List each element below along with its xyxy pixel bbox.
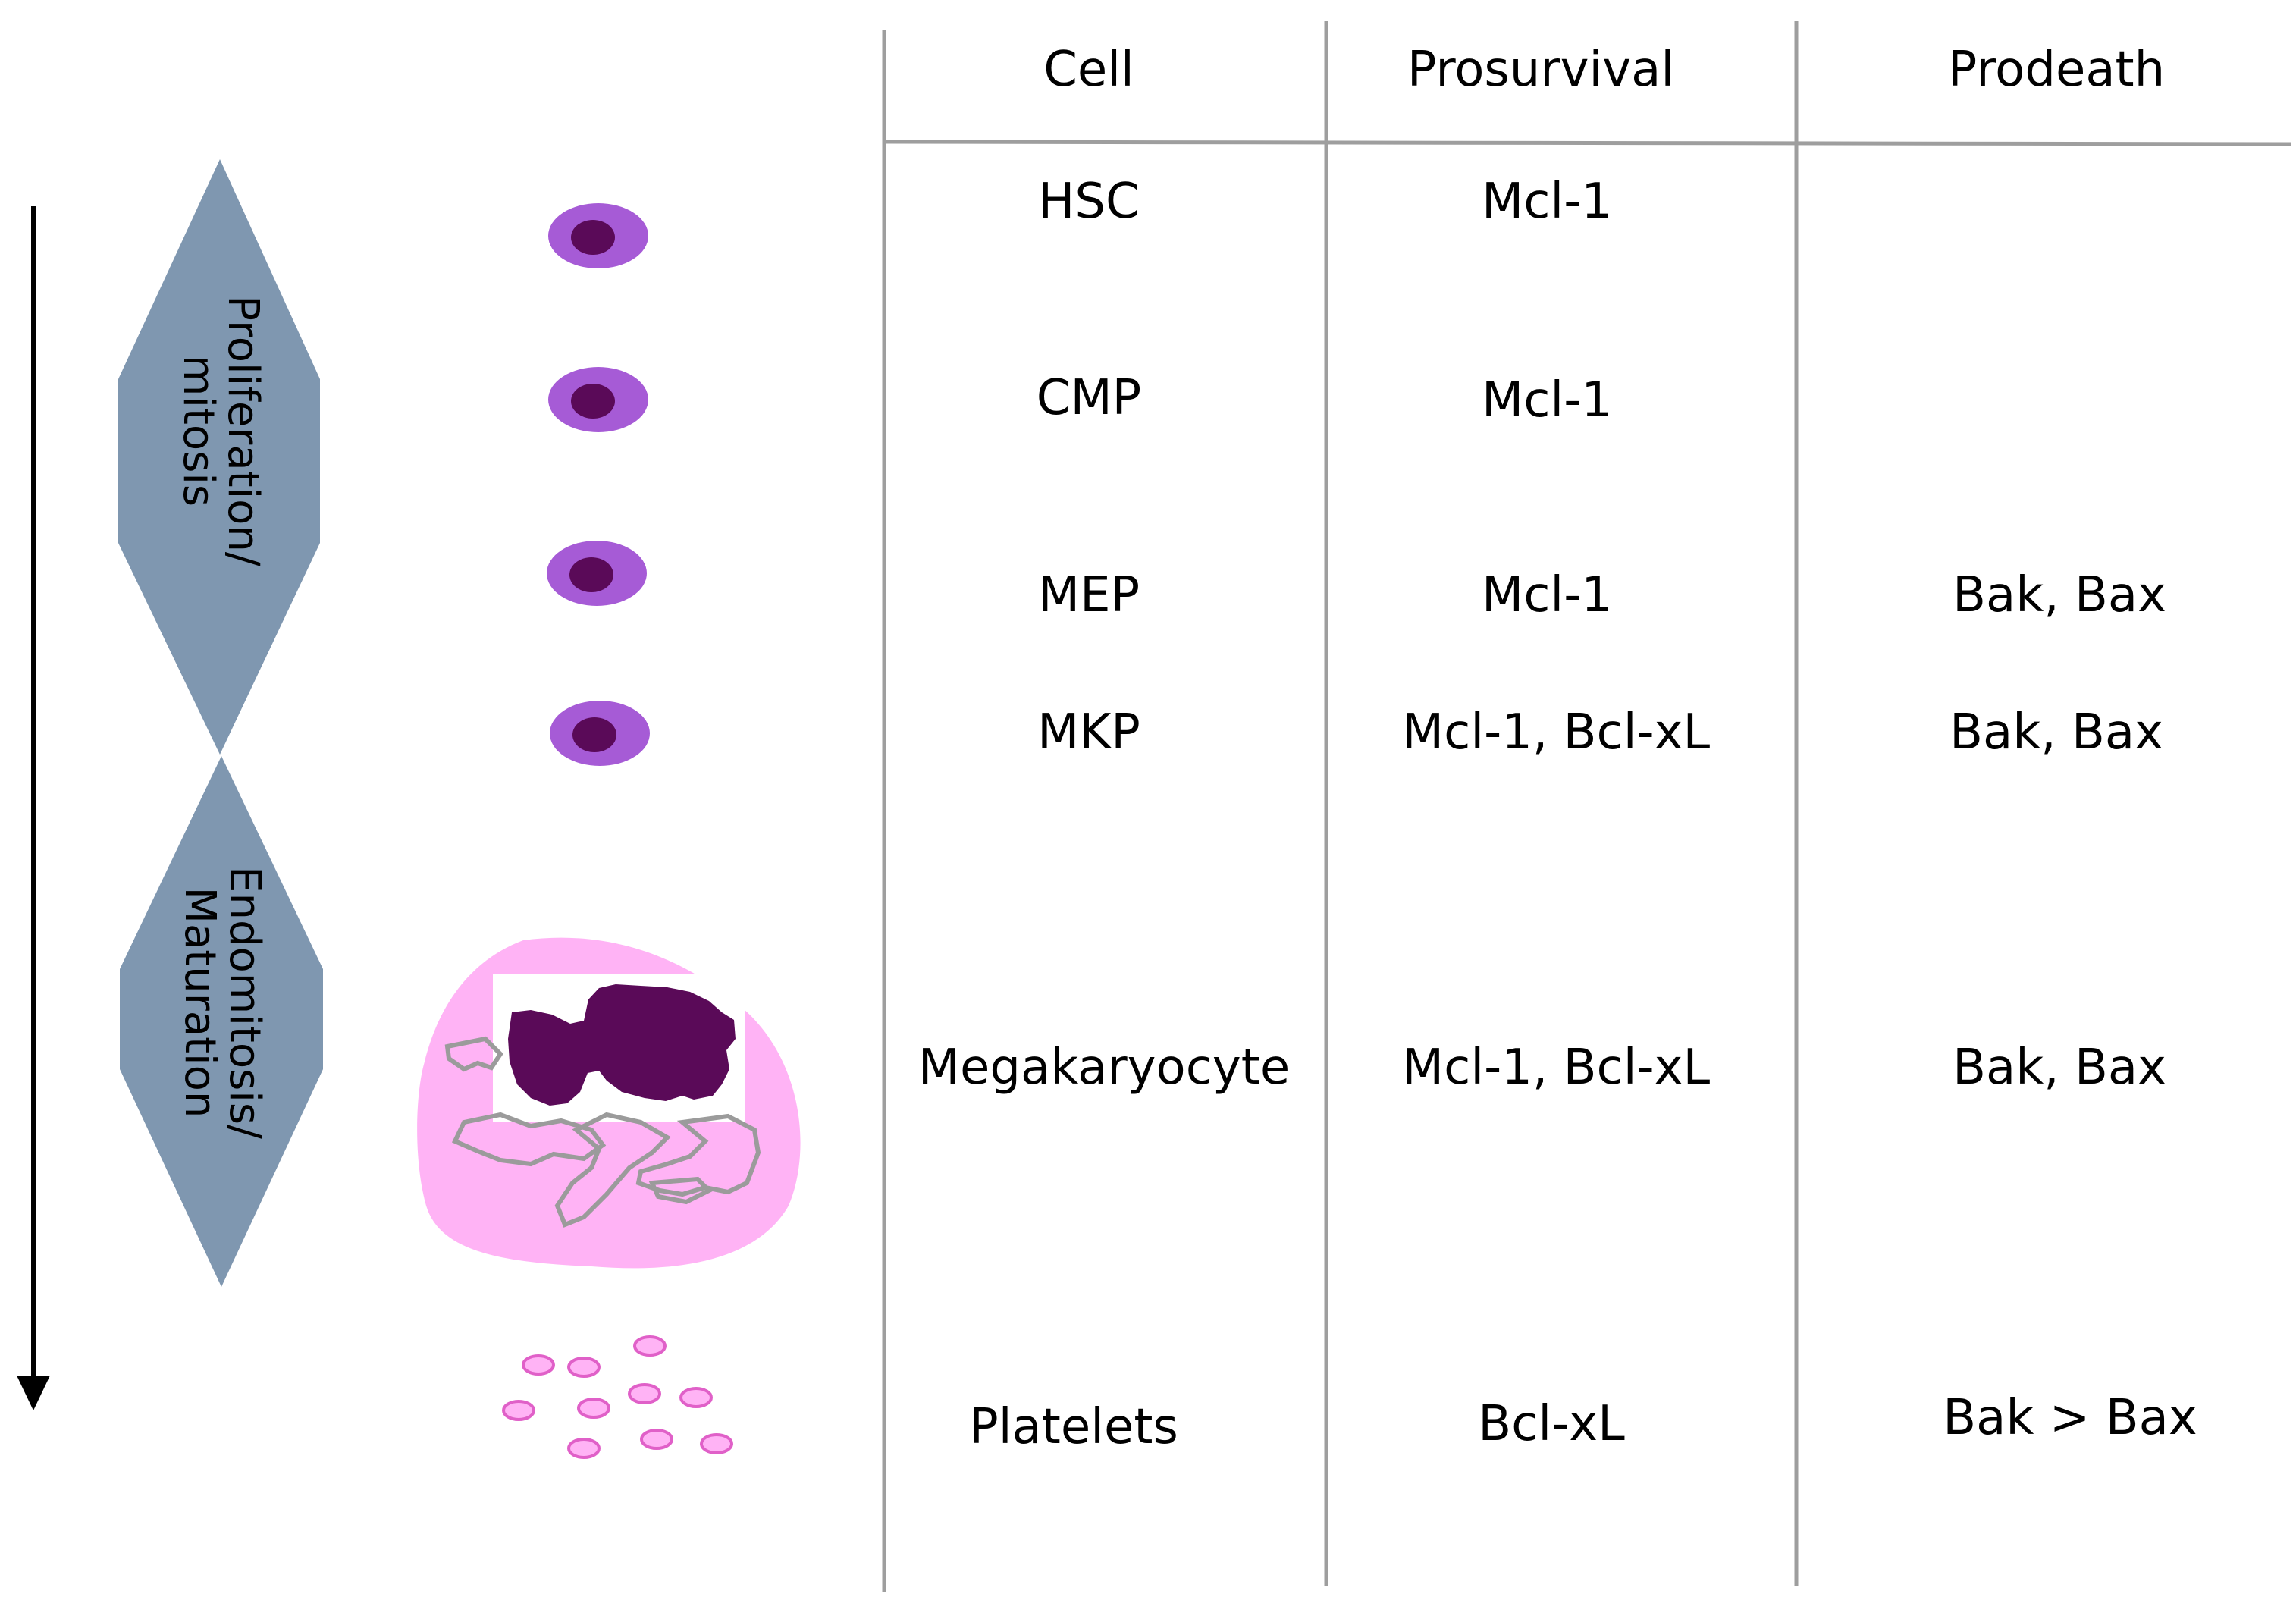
row-mkp-prosurvival: Mcl-1, Bcl-xL [1401, 704, 1711, 761]
megakaryocyte-membrane-outline-4 [635, 1113, 761, 1197]
proliferation-diamond [118, 159, 320, 755]
megakaryocyte-membrane-outline-5 [648, 1176, 714, 1205]
endomitosis-label-line1: Endomitosis/ [219, 866, 269, 1139]
platelet [522, 1354, 555, 1376]
row-megakaryocyte-prodeath: Bak, Bax [1953, 1040, 2166, 1096]
platelet [628, 1383, 661, 1404]
row-hsc-cell: HSC [1038, 174, 1140, 230]
row-platelets-prosurvival: Bcl-xL [1478, 1396, 1625, 1452]
progression-arrow-head [17, 1376, 50, 1410]
header-underline [883, 140, 2292, 146]
platelet [577, 1398, 610, 1419]
platelet [567, 1357, 601, 1378]
proliferation-label-line1: Proliferation/ [218, 295, 268, 566]
row-megakaryocyte-cell: Megakaryocyte [917, 1040, 1291, 1096]
platelet [679, 1387, 713, 1408]
row-mkp-cell: MKP [1037, 704, 1140, 761]
megakaryocyte-nucleus [508, 984, 736, 1106]
row-cmp-cell: CMP [1036, 370, 1142, 426]
megakaryocyte-icon [417, 937, 801, 1269]
row-mep-prosurvival: Mcl-1 [1482, 567, 1612, 623]
row-mep-cell: MEP [1037, 567, 1140, 623]
cell-icon-hsc [548, 203, 648, 268]
proliferation-label: Proliferation/ mitosis [174, 295, 268, 566]
cell-icon-cmp [548, 367, 648, 432]
platelet [633, 1335, 667, 1357]
platelet [567, 1438, 601, 1459]
header-prosurvival: Prosurvival [1407, 42, 1675, 98]
endomitosis-label: Endomitosis/ Maturation [175, 866, 269, 1139]
row-cmp-prosurvival: Mcl-1 [1482, 372, 1612, 428]
endomitosis-diamond [120, 756, 323, 1287]
endomitosis-label-line2: Maturation [175, 886, 224, 1118]
megakaryocyte-membrane-outline-2 [451, 1112, 607, 1167]
cell-icon-mkp [550, 701, 650, 766]
platelets-icon [502, 1335, 733, 1459]
platelet [502, 1400, 535, 1421]
megakaryocyte-membrane-outline-1 [444, 1036, 503, 1072]
header-cell: Cell [1043, 42, 1134, 98]
row-megakaryocyte-prosurvival: Mcl-1, Bcl-xL [1401, 1040, 1711, 1096]
row-platelets-cell: Platelets [969, 1399, 1178, 1455]
proliferation-label-line2: mitosis [174, 354, 223, 507]
cell-icon-mep [547, 541, 647, 606]
megakaryocyte-membrane-outline-3 [554, 1112, 671, 1228]
row-mep-prodeath: Bak, Bax [1953, 567, 2166, 623]
row-platelets-prodeath: Bak > Bax [1943, 1390, 2197, 1446]
platelet [640, 1429, 673, 1450]
header-prodeath: Prodeath [1947, 42, 2166, 98]
platelet [700, 1433, 733, 1454]
row-hsc-prosurvival: Mcl-1 [1482, 174, 1612, 230]
row-mkp-prodeath: Bak, Bax [1949, 704, 2163, 761]
